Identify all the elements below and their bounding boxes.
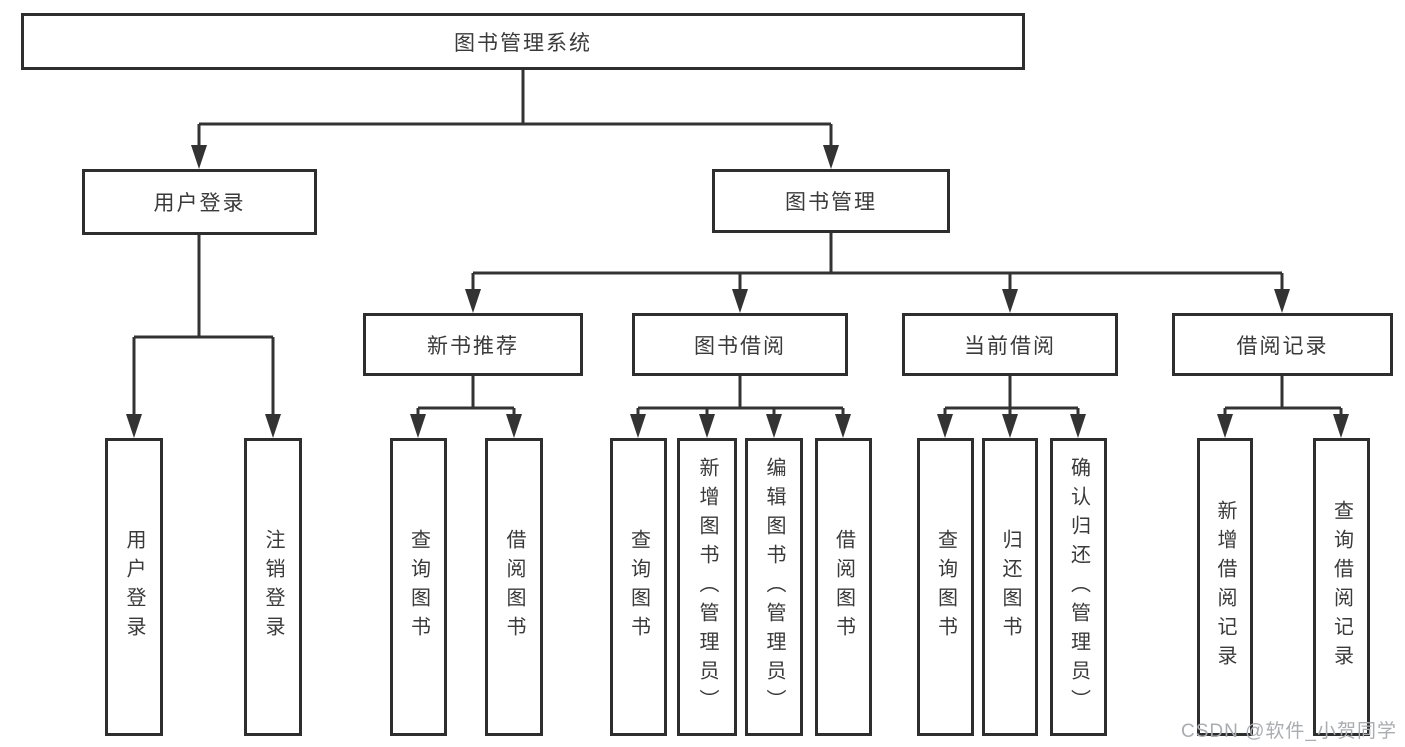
node-root-library-system: 图书管理系统: [21, 13, 1025, 70]
arrowhead: [191, 145, 207, 169]
leaf-add-borrow-record: 新增借阅记录: [1197, 438, 1253, 736]
leaf-confirm-return-admin: 确认归还（管理员）: [1050, 438, 1107, 736]
arrowhead: [1002, 414, 1018, 438]
leaf-borrow-books: 借阅图书: [815, 438, 872, 736]
leaf-query-books-borrow: 查询图书: [610, 438, 667, 736]
leaf-edit-books-admin: 编辑图书（管理员）: [745, 438, 803, 736]
arrowhead: [1333, 414, 1349, 438]
arrowhead: [506, 414, 522, 438]
leaf-user-login: 用户登录: [105, 438, 163, 736]
node-current-borrow: 当前借阅: [902, 313, 1118, 376]
arrowhead: [465, 289, 481, 313]
arrowhead: [1070, 414, 1086, 438]
node-new-book-recommend: 新书推荐: [363, 313, 583, 376]
leaf-borrow-books-recommend: 借阅图书: [485, 438, 543, 736]
leaf-query-borrow-record: 查询借阅记录: [1313, 438, 1370, 736]
leaf-query-books-current: 查询图书: [917, 438, 974, 736]
arrowhead: [126, 414, 142, 438]
leaf-query-books-recommend: 查询图书: [390, 438, 447, 736]
arrowhead: [410, 414, 426, 438]
leaf-logout: 注销登录: [244, 438, 302, 736]
arrowhead: [630, 414, 646, 438]
arrowhead: [732, 289, 748, 313]
arrowhead: [699, 414, 715, 438]
arrowhead: [823, 145, 839, 169]
arrowhead: [1217, 414, 1233, 438]
node-borrow-records: 借阅记录: [1172, 313, 1393, 376]
arrowhead: [265, 414, 281, 438]
node-book-management: 图书管理: [712, 169, 950, 233]
watermark: CSDN @软件_小贺同学: [1181, 721, 1397, 742]
arrowhead: [937, 414, 953, 438]
arrowhead: [1002, 289, 1018, 313]
node-book-borrow: 图书借阅: [632, 313, 848, 376]
arrowhead: [835, 414, 851, 438]
node-user-login: 用户登录: [82, 169, 317, 235]
leaf-return-books: 归还图书: [982, 438, 1038, 736]
arrowhead: [766, 414, 782, 438]
arrowhead: [1274, 289, 1290, 313]
leaf-add-books-admin: 新增图书（管理员）: [677, 438, 737, 736]
